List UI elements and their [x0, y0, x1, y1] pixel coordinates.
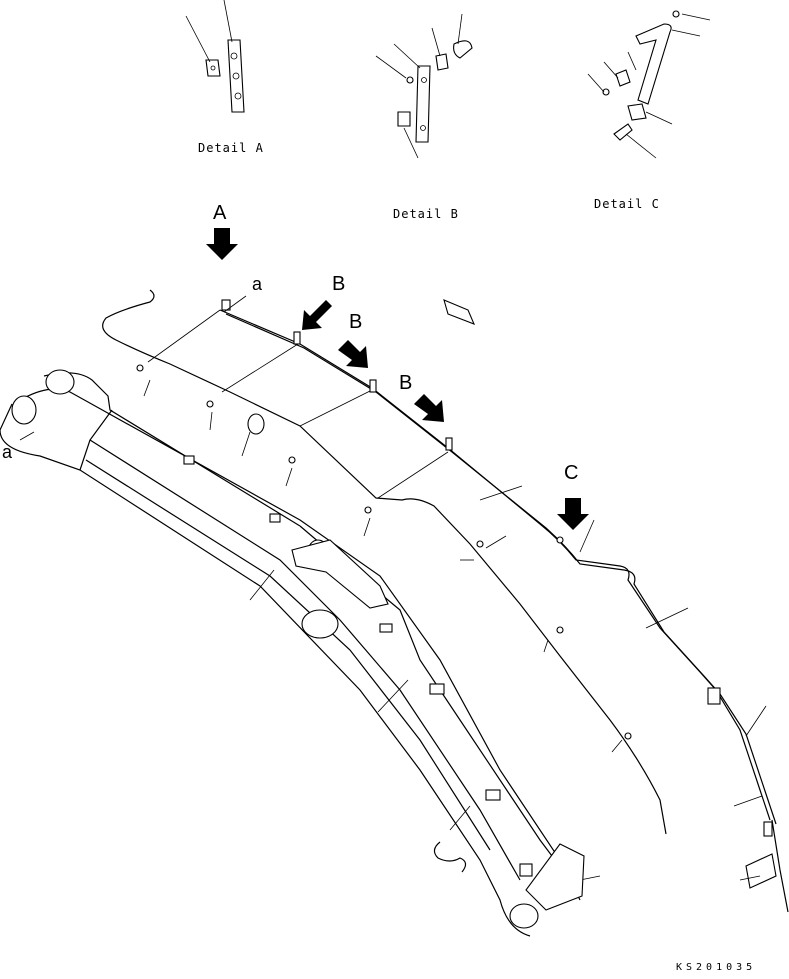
view-label-c: C [564, 462, 578, 484]
wiring-harness-upper [102, 289, 789, 913]
detail-b-caption: Detail B [393, 207, 459, 221]
detail-c-caption: Detail C [594, 197, 660, 211]
leader-lines [19, 295, 767, 881]
harness-clamps [136, 299, 777, 889]
view-arrow-b2: B [338, 311, 368, 368]
view-arrow-a: A [206, 202, 238, 260]
view-arrow-c: C [557, 462, 589, 530]
detail-c-drawing [587, 10, 711, 159]
view-label-b2: B [349, 311, 362, 333]
detail-b-drawing [375, 13, 473, 159]
view-arrow-b1: B [302, 273, 345, 330]
detail-a-drawing [185, 0, 245, 113]
view-label-b3: B [399, 372, 412, 394]
view-label-a: A [213, 202, 227, 224]
view-label-b1: B [332, 273, 345, 295]
boom-structure [0, 369, 585, 937]
callout-a-top: a [252, 274, 263, 294]
drawing-code: KS201035 [676, 962, 756, 973]
detail-a-caption: Detail A [198, 141, 264, 155]
view-arrow-b3: B [399, 372, 444, 422]
frame-rungs [147, 309, 449, 499]
callout-a-left: a [2, 442, 13, 462]
